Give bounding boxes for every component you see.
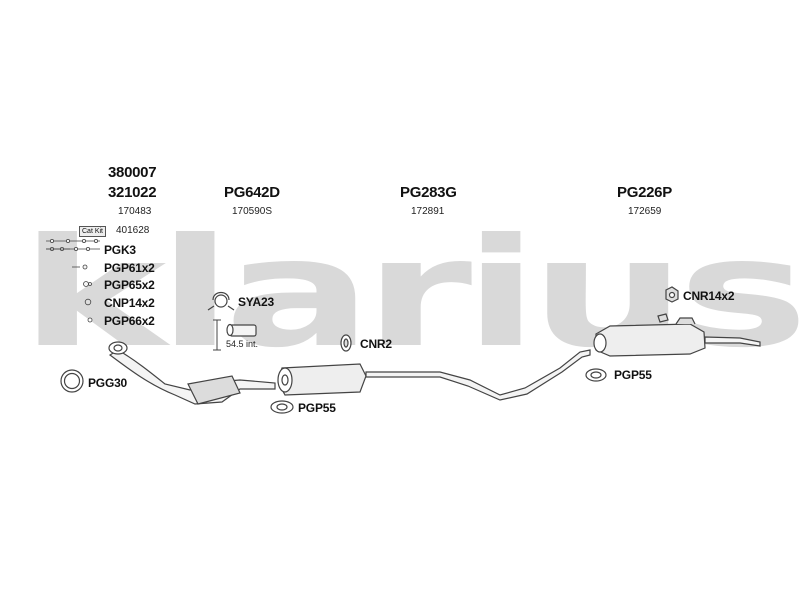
fitting-sya23: SYA23	[238, 295, 274, 309]
front-pipe-ref: 170590S	[232, 206, 273, 217]
fitting-pgp55-front: PGP55	[298, 401, 336, 415]
middle-pipe-code: PG283G	[400, 184, 457, 201]
front-silencer-part[interactable]	[277, 349, 591, 401]
fitting-pgp66: PGP66x2	[104, 314, 155, 328]
fitting-cnr2: CNR2	[360, 337, 392, 351]
hex-nut-icon[interactable]	[665, 286, 679, 303]
gasket-ring-icon[interactable]	[60, 369, 84, 393]
catalyst-part[interactable]	[108, 341, 276, 405]
fitting-pgp61: PGP61x2	[104, 261, 155, 275]
middle-pipe-ref: 172891	[411, 206, 445, 217]
fitting-pgg30: PGG30	[88, 376, 128, 390]
clamp-icon[interactable]	[207, 291, 235, 311]
cat-kit-bolts-icon	[46, 238, 100, 251]
rear-silencer-part[interactable]	[593, 313, 761, 357]
fitting-pgp55-rear: PGP55	[614, 368, 652, 382]
front-pipe-code: PG642D	[224, 184, 280, 201]
cat-kit-ref: 401628	[116, 225, 150, 236]
rubber-mount-icon[interactable]	[340, 334, 352, 352]
fitting-cnp14: CNP14x2	[104, 296, 155, 310]
nut-icon	[84, 298, 92, 306]
catalyst-ref: 170483	[118, 206, 152, 217]
catalyst-code-1: 380007	[108, 164, 157, 181]
rear-box-code: PG226P	[617, 184, 672, 201]
cat-kit-badge: Cat Kit	[79, 226, 107, 237]
pipe-length: 54.5 int.	[226, 339, 259, 349]
pipe-sleeve-icon[interactable]	[226, 323, 257, 337]
rear-box-ref: 172659	[628, 206, 662, 217]
clamp-rear-icon[interactable]	[585, 368, 607, 382]
length-marker-icon	[213, 319, 221, 351]
gasket-icon	[72, 264, 88, 270]
washer-icon	[87, 317, 93, 323]
fitting-pgk3: PGK3	[104, 243, 136, 257]
gasket-icon-2	[83, 281, 92, 287]
fitting-pgp65: PGP65x2	[104, 278, 155, 292]
catalyst-code-2: 321022	[108, 184, 157, 201]
clamp-front-icon[interactable]	[270, 400, 294, 414]
fitting-cnr14x2: CNR14x2	[683, 289, 735, 303]
